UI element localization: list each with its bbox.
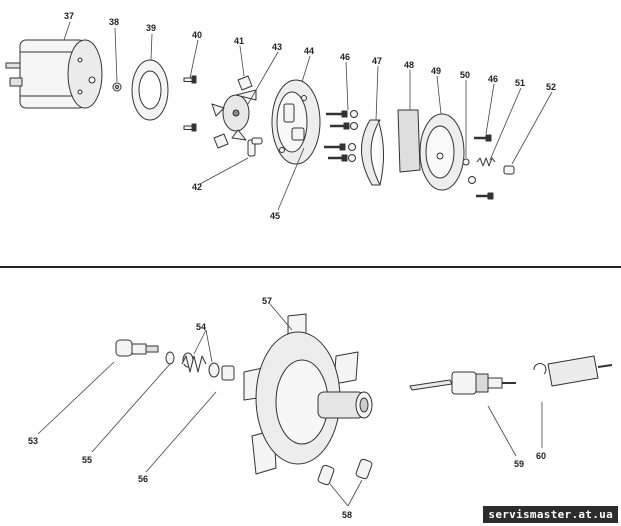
valve-fitting-part-53: [115, 339, 159, 357]
part-label-52: 52: [546, 82, 557, 92]
disc-cover-part-49: [419, 113, 465, 191]
part-label-59: 59: [514, 459, 525, 469]
part-label-51: 51: [515, 78, 526, 88]
gasket-part-47: [361, 119, 385, 186]
screw-part-40: [183, 75, 197, 132]
spring-part-54: [181, 355, 207, 373]
part-label-54: 54: [196, 322, 207, 332]
washer-part-50: [462, 158, 470, 166]
part-label-40: 40: [192, 30, 203, 40]
pump-housing-part-57: [243, 313, 373, 475]
part-label-46-left: 46: [340, 52, 351, 62]
part-label-60: 60: [536, 451, 547, 461]
connector-part-38: [112, 82, 122, 92]
block-part-41: [213, 75, 253, 149]
part-label-46-right: 46: [488, 74, 499, 84]
cap-part-52: [503, 165, 515, 175]
housing-plate-part-44: [271, 79, 321, 165]
part-label-48: 48: [404, 60, 415, 70]
part-label-55: 55: [82, 455, 93, 465]
motor-part-37: [5, 39, 103, 109]
site-watermark: servismaster.at.ua: [483, 506, 618, 523]
spring-part-51: [476, 157, 496, 167]
part-label-47: 47: [372, 56, 383, 66]
part-label-56: 56: [138, 474, 149, 484]
bolts-part-46-right: [468, 134, 494, 200]
connector-plug-part-60: [533, 355, 613, 387]
ring-part-39: [131, 59, 169, 121]
part-label-37: 37: [64, 11, 75, 21]
nut-part-56: [208, 362, 235, 381]
bolts-part-46: [324, 110, 358, 162]
part-label-39: 39: [146, 23, 157, 33]
part-label-42: 42: [192, 182, 203, 192]
part-label-45: 45: [270, 211, 281, 221]
part-label-58: 58: [342, 510, 353, 520]
filter-pad-part-48: [397, 109, 421, 173]
fittings-part-58: [317, 458, 373, 486]
part-label-53: 53: [28, 436, 39, 446]
part-label-49: 49: [431, 66, 442, 76]
part-label-43: 43: [272, 42, 283, 52]
probe-sensor-part-59: [409, 371, 516, 395]
part-label-38: 38: [109, 17, 120, 27]
elbow-fitting-part-42: [247, 137, 263, 157]
part-label-50: 50: [460, 70, 471, 80]
part-label-41: 41: [234, 36, 245, 46]
part-label-44: 44: [304, 46, 315, 56]
part-label-57: 57: [262, 296, 273, 306]
rotor-part-43: [211, 89, 257, 141]
